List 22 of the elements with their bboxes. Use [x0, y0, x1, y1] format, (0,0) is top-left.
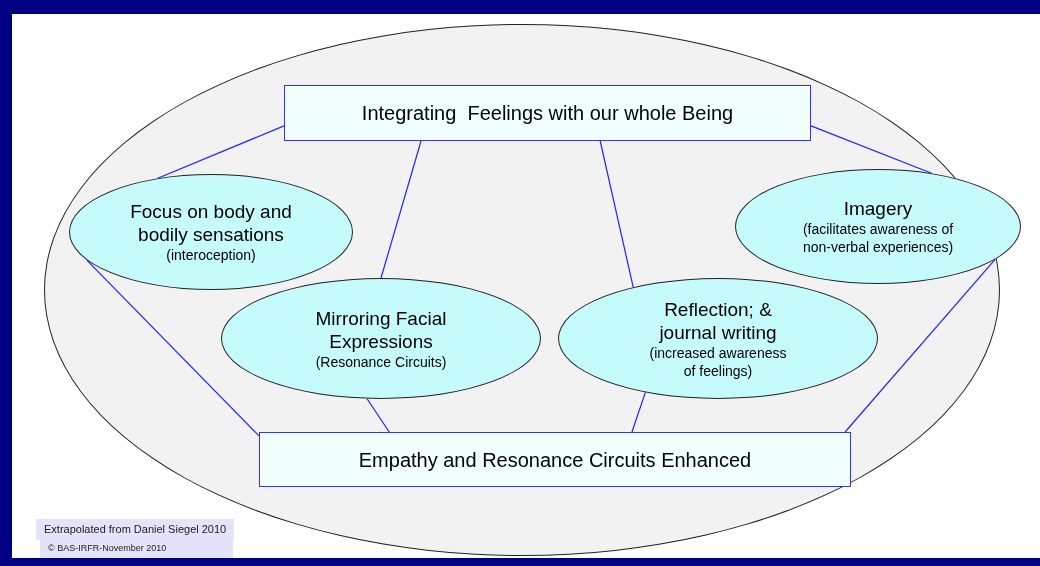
connector-line — [366, 398, 390, 433]
connector-line — [157, 125, 285, 179]
ellipse-note: (facilitates awareness of non-verbal experiences) — [801, 220, 955, 256]
ellipse-note: (Resonance Circuits) — [315, 352, 447, 371]
ellipse-heading: Imagery — [843, 197, 913, 220]
ellipse-note: (interoception) — [166, 246, 256, 264]
ellipse-heading: Reflection; & journal writing — [658, 297, 778, 344]
copyright-note: © BAS-IRFR-November 2010 — [40, 540, 233, 558]
source-note: Extrapolated from Daniel Siegel 2010 — [36, 519, 235, 540]
box-text: Empathy and Resonance Circuits Enhanced — [358, 447, 752, 473]
connector-line — [631, 391, 646, 433]
ellipse-heading: Focus on body and bodily sensations — [129, 200, 293, 246]
ellipse-note: (increased awareness of feelings) — [648, 343, 788, 380]
connector-line — [86, 259, 260, 437]
text-box — [284, 85, 811, 141]
ellipse-heading: Mirroring Facial Expressions — [314, 306, 448, 353]
connector-line — [599, 140, 634, 288]
text-box — [259, 432, 851, 487]
box-text: Integrating Feelings with our whole Being — [361, 101, 734, 126]
connector-line — [810, 125, 933, 174]
connector-line — [844, 258, 996, 433]
connector-line — [380, 140, 422, 279]
